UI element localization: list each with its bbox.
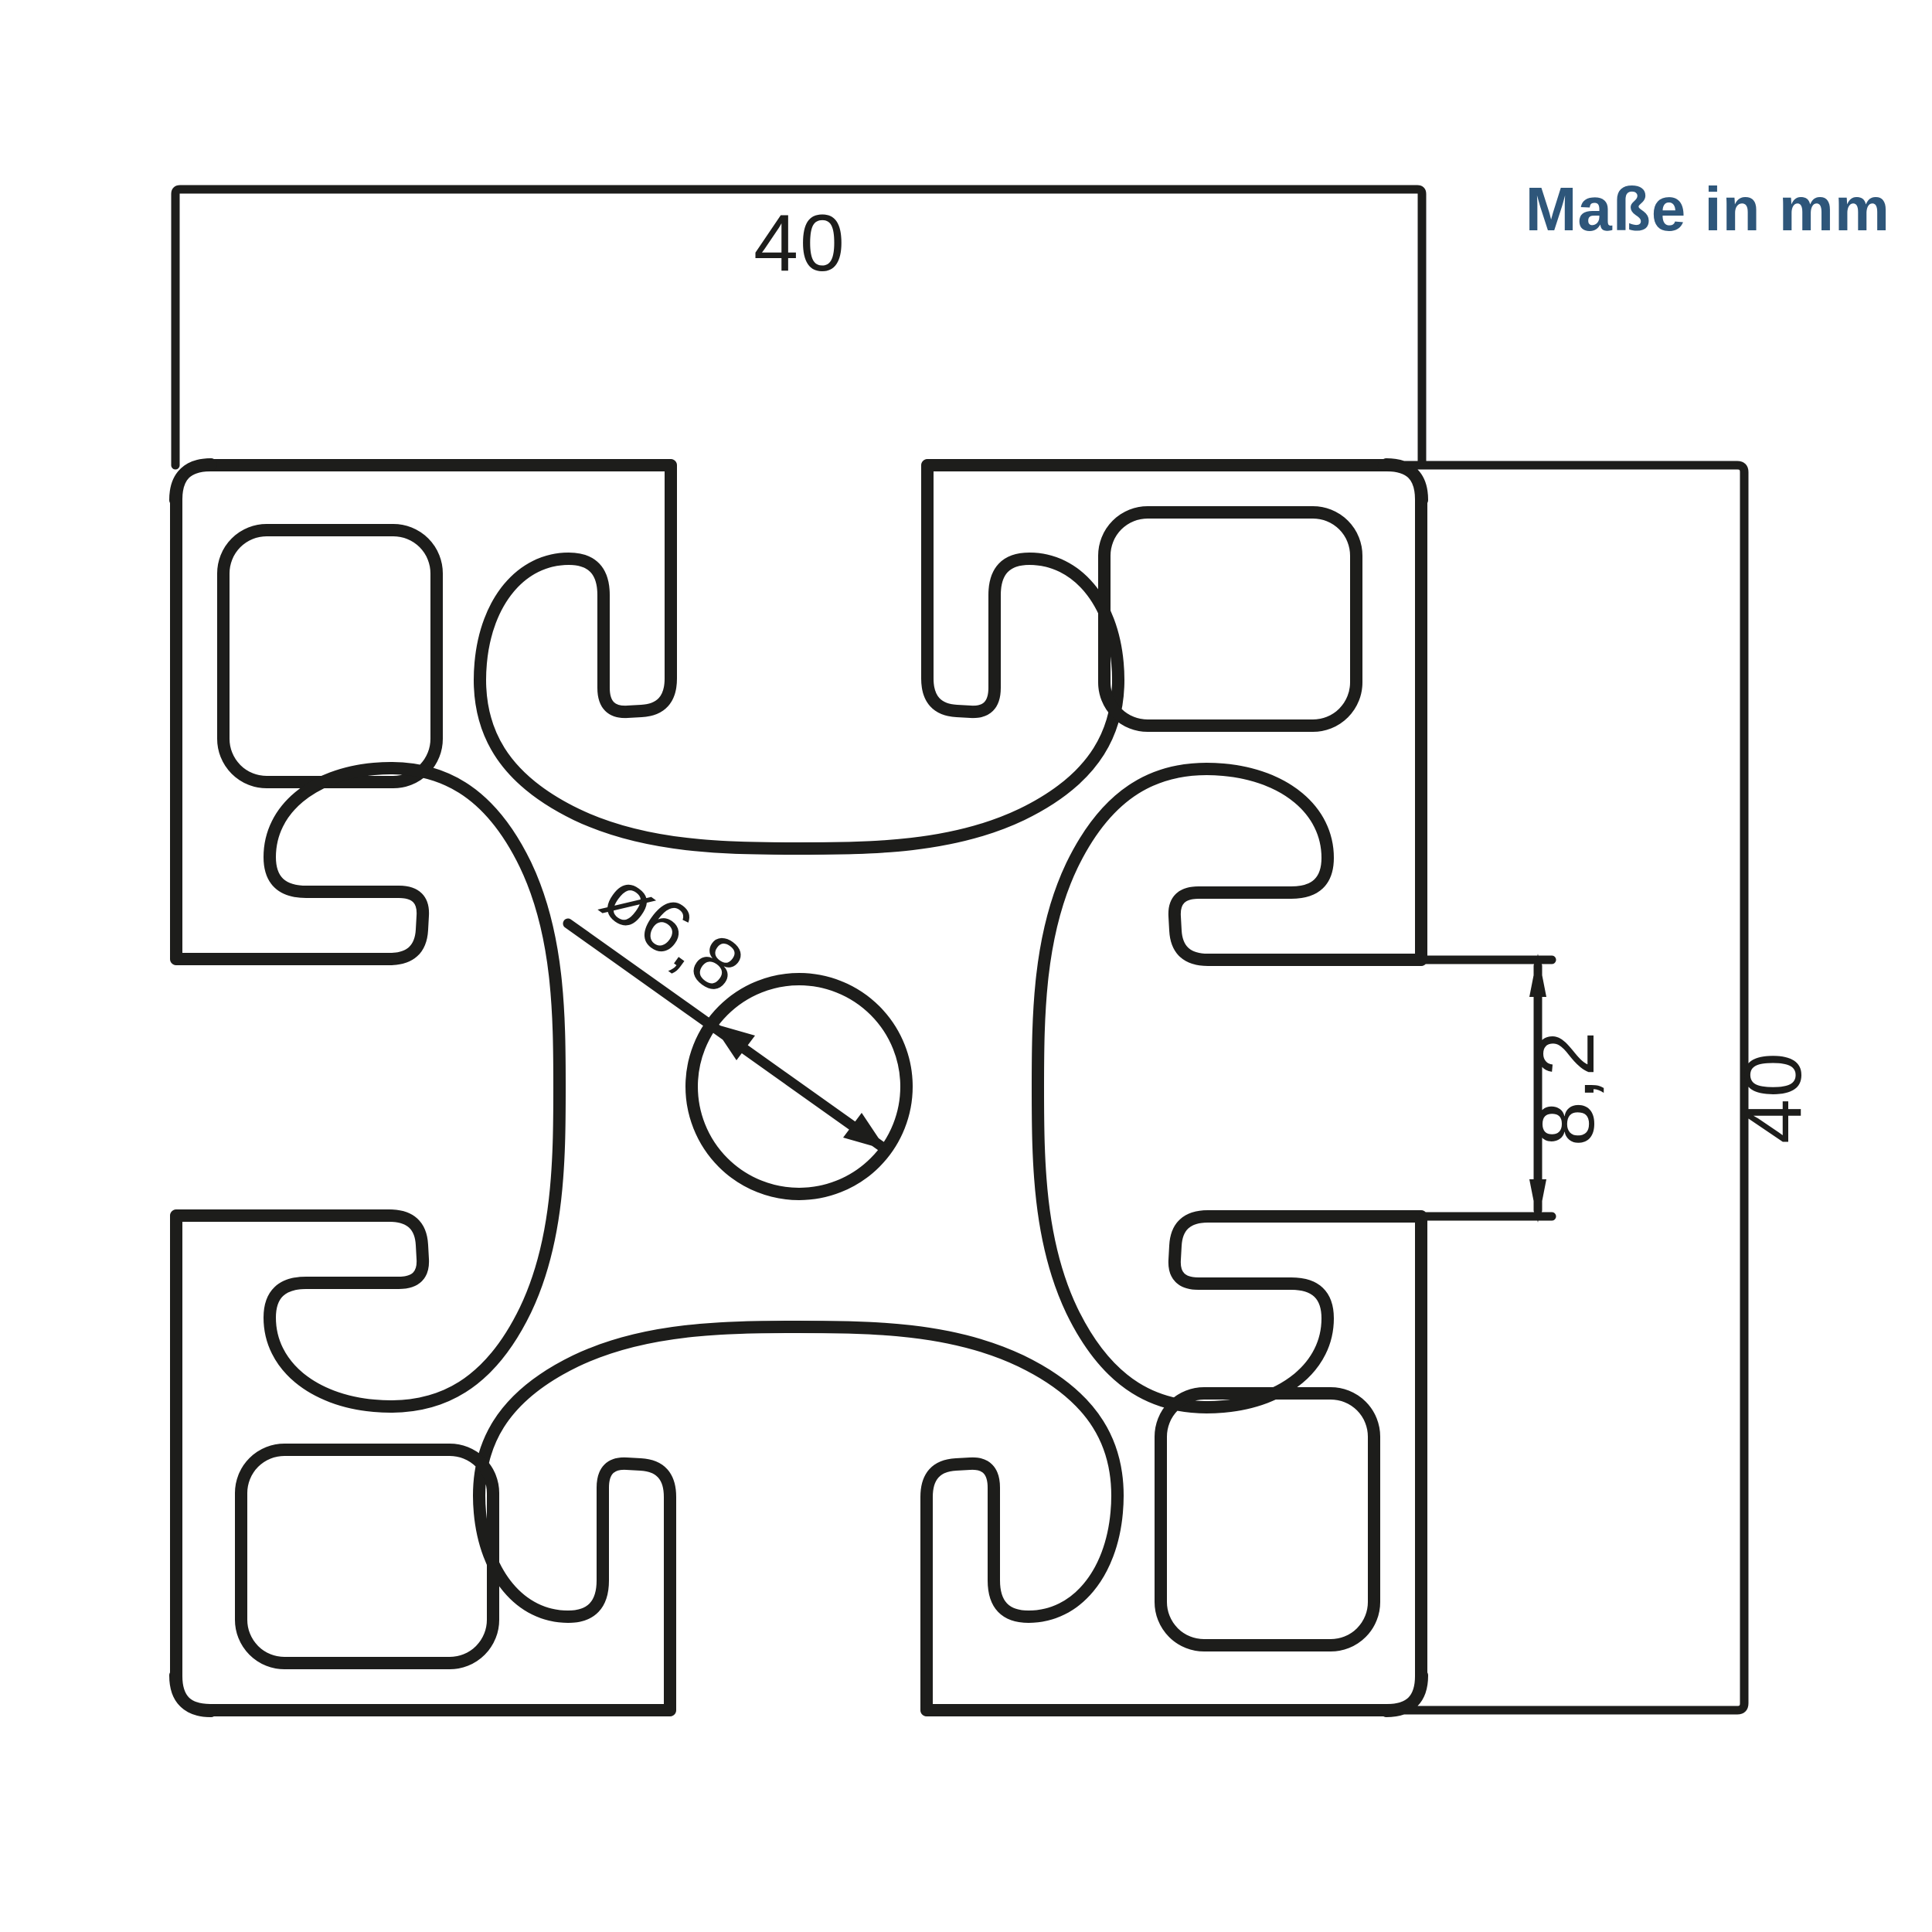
units-note: Maße in mm xyxy=(1526,175,1890,243)
dimension-slot-label: 8,2 xyxy=(1522,1030,1611,1147)
slot-arrow-up xyxy=(1529,954,1546,997)
slot-arrow-down xyxy=(1529,1179,1546,1223)
center-hole xyxy=(685,973,913,1200)
profile-outline xyxy=(175,464,1422,1711)
dimension-height: 40 xyxy=(1377,461,1818,1715)
dimension-slot-opening: 8,2 xyxy=(1419,954,1611,1223)
dimension-width-lines xyxy=(171,185,1427,470)
dimension-width: 40 xyxy=(171,185,1427,470)
dimension-height-label: 40 xyxy=(1729,1051,1818,1144)
dimension-width-label: 40 xyxy=(753,199,846,288)
dimension-hole-label: ø6,8 xyxy=(587,854,759,1010)
hole-arrow-downright xyxy=(843,1113,886,1150)
dimension-height-lines xyxy=(1377,461,1749,1715)
hole-arrow-upleft xyxy=(712,1023,755,1060)
